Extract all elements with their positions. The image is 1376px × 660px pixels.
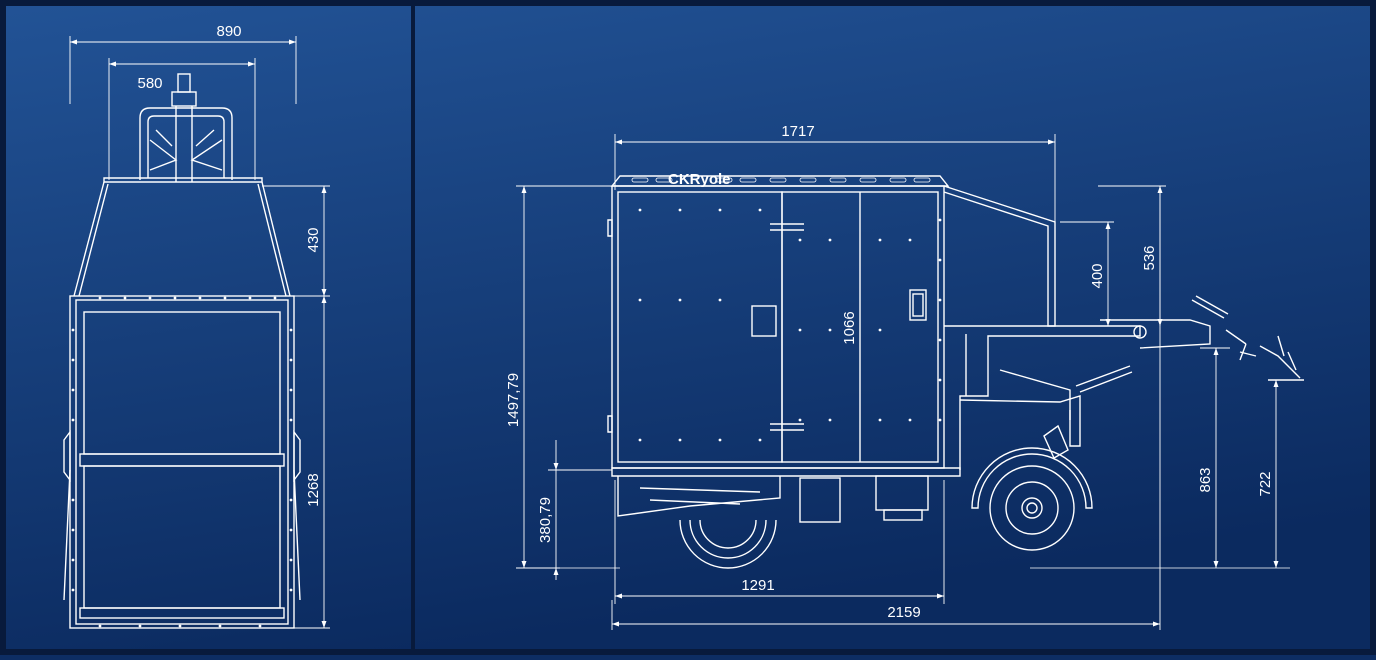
dim-label-1291: 1291 [741,577,774,594]
dim-1717: 1717 [614,123,1056,222]
dim-890: 890 [69,23,297,104]
front-roof-cap [103,177,263,183]
dim-label-1066: 1066 [841,311,858,344]
dim-1497-79: 1497,79 [505,185,612,569]
front-view: 890 580 430 1268 [63,23,330,629]
dim-863: 863 [1197,347,1230,568]
dim-label-1497-79: 1497,79 [505,373,522,427]
dim-label-2159: 2159 [887,604,920,621]
side-rivets [638,208,942,442]
chassis-rail [611,467,961,477]
steering-levers [1075,365,1133,393]
roof-slots [631,177,931,183]
front-roof-slopes [73,181,291,297]
side-view: CKRyole [505,123,1304,630]
dim-1268: 1268 [294,296,330,629]
rear-wheel [679,519,777,569]
front-wheel [971,424,1093,551]
dim-label-1268: 1268 [305,473,322,506]
dim-1066: 1066 [841,196,861,462]
dim-label-863: 863 [1197,467,1214,492]
dim-430: 430 [262,185,330,297]
roof-logo: CKRyole [668,171,731,188]
door-handle [909,289,927,321]
tow-eye [1259,335,1301,379]
dim-label-400: 400 [1089,263,1106,288]
dim-536: 536 [1098,185,1166,326]
dim-380-79: 380,79 [537,440,612,580]
front-rivets [71,296,293,628]
dim-label-580: 580 [137,75,162,92]
dim-label-380-79: 380,79 [537,497,554,543]
dim-label-430: 430 [305,227,322,252]
dim-580: 580 [108,58,256,180]
dim-label-536: 536 [1141,245,1158,270]
dim-400: 400 [1060,221,1114,326]
side-plate [751,305,777,337]
dim-1291: 1291 [614,480,945,604]
dim-722: 722 [1257,380,1279,568]
rear-suspension [617,476,781,517]
dim-label-890: 890 [216,23,241,40]
steering-column [959,395,1081,447]
tow-coupling [1225,329,1257,361]
tow-handle [139,73,233,182]
battery-box [799,477,841,523]
dim-label-1717: 1717 [781,123,814,140]
dim-label-722: 722 [1257,471,1274,496]
door-hinges [770,223,804,431]
